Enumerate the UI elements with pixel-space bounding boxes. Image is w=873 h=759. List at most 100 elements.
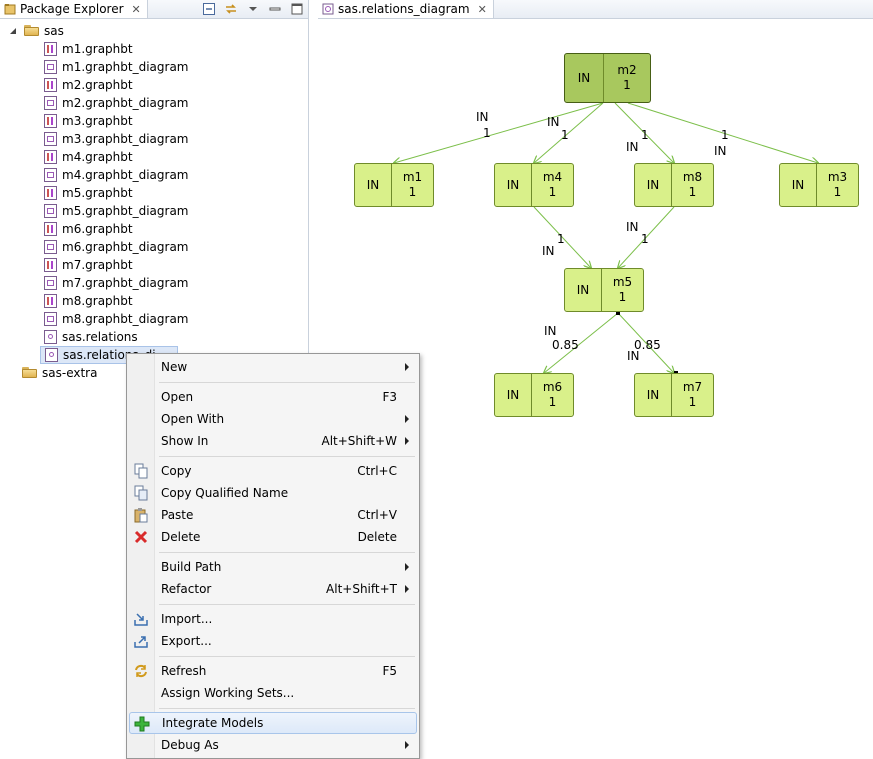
tree-item-m6-diagram[interactable]: m6.graphbt_diagram — [44, 238, 189, 256]
edge-label-in: IN — [547, 115, 560, 129]
tree-item-label: m5.graphbt — [62, 186, 133, 200]
menu-separator — [159, 604, 415, 605]
edge-label-in: IN — [714, 144, 727, 158]
tree-item-m8-diagram[interactable]: m8.graphbt_diagram — [44, 310, 189, 328]
menu-item-open-with[interactable]: Open With — [129, 408, 417, 430]
node-body: m5 1 — [602, 269, 643, 311]
node-name: m2 — [617, 63, 637, 77]
tree-item-m7-diagram[interactable]: m7.graphbt_diagram — [44, 274, 189, 292]
close-icon[interactable]: ✕ — [131, 2, 141, 16]
menu-item-import[interactable]: Import... — [129, 608, 417, 630]
tree-item-sas-relations[interactable]: sas.relations — [44, 328, 138, 346]
node-m4[interactable]: IN m4 1 — [494, 163, 574, 207]
menu-item-refresh[interactable]: Refresh F5 — [129, 660, 417, 682]
edge-m2-m3 — [627, 102, 818, 163]
tree-item-m2-graphbt[interactable]: m2.graphbt — [44, 76, 133, 94]
edge-label-weight: 1 — [721, 128, 729, 142]
tree-item-label: sas.relations — [62, 330, 138, 344]
tree-item-label: m1.graphbt — [62, 42, 133, 56]
edge-label-weight: 1 — [641, 128, 649, 142]
tab-sas-relations-diagram[interactable]: sas.relations_diagram ✕ — [318, 0, 494, 18]
menu-item-label: Copy Qualified Name — [161, 486, 289, 500]
diagram-canvas[interactable]: IN m2 1 IN m1 1 IN m4 1 IN m8 1 IN m3 1 — [318, 19, 873, 759]
node-m2[interactable]: IN m2 1 — [564, 53, 651, 103]
menu-item-copy[interactable]: Copy Ctrl+C — [129, 460, 417, 482]
tree-item-m2-diagram[interactable]: m2.graphbt_diagram — [44, 94, 189, 112]
tree-item-m7-graphbt[interactable]: m7.graphbt — [44, 256, 133, 274]
tree-item-m5-diagram[interactable]: m5.graphbt_diagram — [44, 202, 189, 220]
edge-m2-m1 — [394, 102, 604, 163]
node-m3[interactable]: IN m3 1 — [779, 163, 859, 207]
close-icon[interactable]: ✕ — [477, 2, 487, 16]
tree-item-m1-diagram[interactable]: m1.graphbt_diagram — [44, 58, 189, 76]
menu-item-shortcut: F3 — [382, 390, 397, 404]
tab-title: Package Explorer — [20, 2, 124, 16]
tree-item-label: sas-extra — [42, 366, 98, 380]
tree-item-m6-graphbt[interactable]: m6.graphbt — [44, 220, 133, 238]
tree-item-label: m3.graphbt_diagram — [62, 132, 189, 146]
node-port: IN — [355, 164, 392, 206]
menu-item-label: Integrate Models — [162, 716, 264, 730]
edge-m2-m4 — [534, 102, 604, 163]
relations-file-icon — [44, 330, 57, 344]
menu-item-open[interactable]: Open F3 — [129, 386, 417, 408]
node-value: 1 — [618, 290, 627, 304]
menu-item-copy-qualified-name[interactable]: Copy Qualified Name — [129, 482, 417, 504]
node-body: m7 1 — [672, 374, 713, 416]
view-menu-icon[interactable] — [246, 2, 260, 16]
explorer-tab-bar: Package Explorer ✕ — [0, 0, 308, 19]
edge-m4-m5 — [533, 206, 591, 268]
maximize-icon[interactable] — [290, 2, 304, 16]
tree-item-label: m4.graphbt_diagram — [62, 168, 189, 182]
graphbt-file-icon — [44, 258, 57, 272]
node-name: m4 — [542, 170, 563, 184]
add-plus-icon — [134, 716, 150, 732]
tree-item-m1-graphbt[interactable]: m1.graphbt — [44, 40, 133, 58]
diagram-tab-icon — [322, 3, 334, 15]
menu-item-delete[interactable]: Delete Delete — [129, 526, 417, 548]
graphbt-file-icon — [44, 78, 57, 92]
tree-item-m3-diagram[interactable]: m3.graphbt_diagram — [44, 130, 189, 148]
edge-label-in: IN — [544, 324, 557, 338]
menu-item-label: Debug As — [161, 738, 219, 752]
tree-item-m5-graphbt[interactable]: m5.graphbt — [44, 184, 133, 202]
graphbt-file-icon — [44, 114, 57, 128]
node-m1[interactable]: IN m1 1 — [354, 163, 434, 207]
menu-item-label: Paste — [161, 508, 194, 522]
menu-item-label: New — [161, 360, 188, 374]
menu-item-assign-working-sets[interactable]: Assign Working Sets... — [129, 682, 417, 704]
graphbt-file-icon — [44, 222, 57, 236]
tree-item-m3-graphbt[interactable]: m3.graphbt — [44, 112, 133, 130]
edge-label-weight: 0.85 — [552, 338, 579, 352]
tree-item-sas-extra[interactable]: sas-extra — [22, 364, 97, 382]
node-m5[interactable]: IN m5 1 — [564, 268, 644, 312]
menu-item-debug-as[interactable]: Debug As — [129, 734, 417, 756]
tree-item-m8-graphbt[interactable]: m8.graphbt — [44, 292, 133, 310]
menu-item-refactor[interactable]: Refactor Alt+Shift+T — [129, 578, 417, 600]
menu-item-new[interactable]: New — [129, 356, 417, 378]
tree-item-label: sas — [44, 24, 64, 38]
node-name: m8 — [682, 170, 703, 184]
edge-m5-m7 — [617, 312, 674, 373]
menu-item-build-path[interactable]: Build Path — [129, 556, 417, 578]
node-m6[interactable]: IN m6 1 — [494, 373, 574, 417]
collapse-all-icon[interactable] — [202, 2, 216, 16]
link-with-editor-icon[interactable] — [224, 2, 238, 16]
tree-item-m4-diagram[interactable]: m4.graphbt_diagram — [44, 166, 189, 184]
tree-item-m4-graphbt[interactable]: m4.graphbt — [44, 148, 133, 166]
menu-item-integrate-models[interactable]: Integrate Models — [129, 712, 417, 734]
tab-title: sas.relations_diagram — [338, 2, 470, 16]
tree-item-label: m2.graphbt — [62, 78, 133, 92]
minimize-icon[interactable] — [268, 2, 282, 16]
edge-label-in: IN — [627, 349, 640, 363]
tree-item-sas[interactable]: sas — [8, 22, 64, 40]
menu-item-export[interactable]: Export... — [129, 630, 417, 652]
expanded-twisty-icon[interactable] — [8, 26, 18, 36]
menu-item-label: Assign Working Sets... — [161, 686, 295, 700]
paste-icon — [133, 507, 149, 523]
node-m8[interactable]: IN m8 1 — [634, 163, 714, 207]
menu-item-paste[interactable]: Paste Ctrl+V — [129, 504, 417, 526]
menu-item-show-in[interactable]: Show In Alt+Shift+W — [129, 430, 417, 452]
tab-package-explorer[interactable]: Package Explorer ✕ — [0, 0, 148, 18]
node-m7[interactable]: IN m7 1 — [634, 373, 714, 417]
